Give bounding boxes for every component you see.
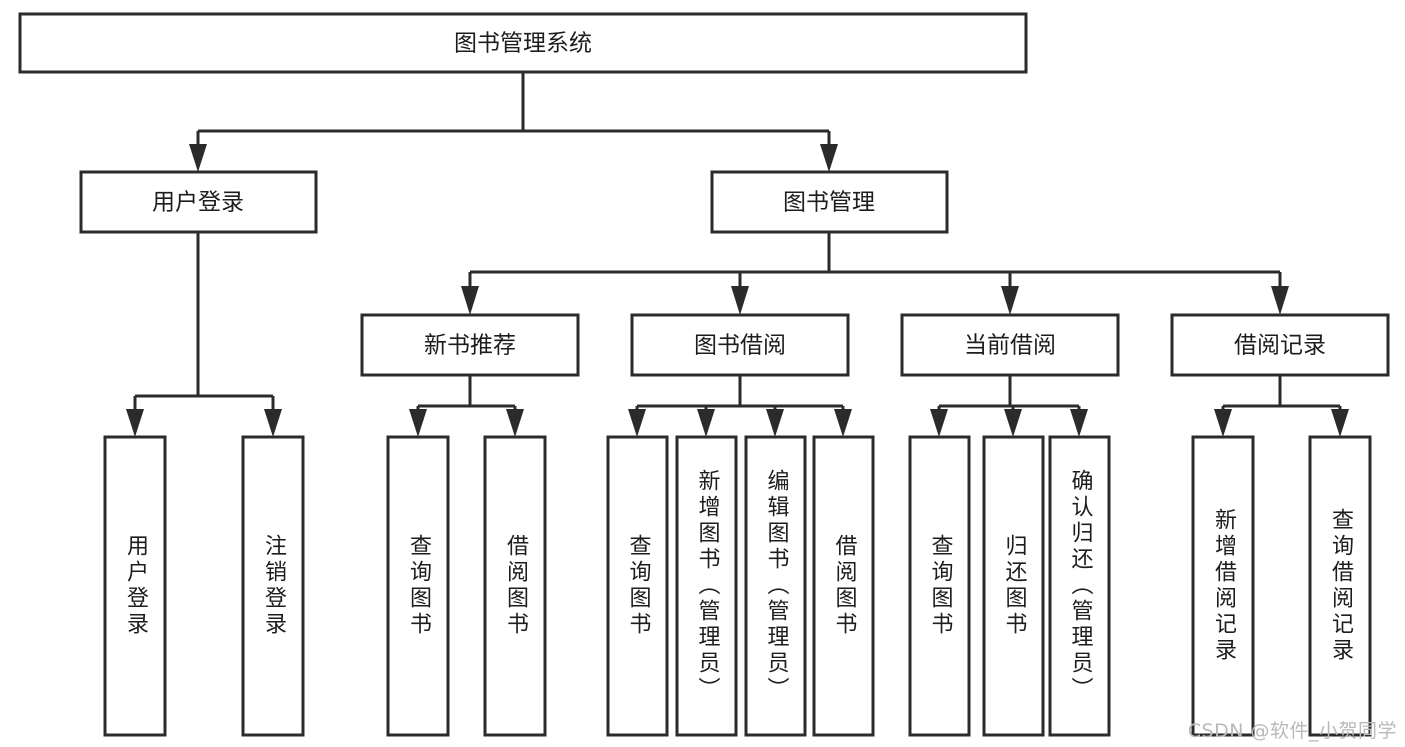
- csdn-watermark: CSDN @软件_小贺同学: [1187, 720, 1397, 742]
- leaf-box-borrow-book-2[interactable]: [812, 435, 875, 737]
- arrowhead-leaf-query-book-2: [628, 409, 646, 437]
- arrowhead-leaf-add-book: [697, 409, 715, 437]
- node-borrow-record-label: 借阅记录: [1234, 333, 1326, 359]
- node-user-login-label: 用户登录: [152, 190, 244, 216]
- arrowhead-leaf-return-book: [1004, 409, 1022, 437]
- arrowhead-leaf-query-book-3: [930, 409, 948, 437]
- node-current-borrow-box[interactable]: [900, 313, 1120, 377]
- arrowhead-leaf-confirm-return: [1070, 409, 1088, 437]
- node-book-borrow[interactable]: 图书借阅: [630, 313, 850, 377]
- node-borrow-record-box[interactable]: [1170, 313, 1390, 377]
- node-layer: 图书管理系统 用户登录 图书管理 新书推荐 图书借阅 当前: [18, 12, 1390, 737]
- leaf-box-confirm-return[interactable]: [1048, 435, 1111, 737]
- node-new-book-recommend-label: 新书推荐: [424, 333, 516, 359]
- node-borrow-record[interactable]: 借阅记录: [1170, 313, 1390, 377]
- node-user-login[interactable]: 用户登录: [79, 170, 318, 234]
- node-current-borrow-label: 当前借阅: [964, 333, 1056, 359]
- leaf-box-layer: [103, 435, 1372, 737]
- leaf-box-user-login[interactable]: [103, 435, 167, 737]
- node-user-login-box[interactable]: [79, 170, 318, 234]
- arrowhead-leaf-user-login: [126, 409, 144, 437]
- leaf-box-query-book-1[interactable]: [386, 435, 450, 737]
- arrowhead-book-borrow: [731, 286, 749, 315]
- leaf-box-query-book-3[interactable]: [908, 435, 971, 737]
- leaf-box-borrow-book-1[interactable]: [483, 435, 547, 737]
- arrowhead-user-login: [189, 144, 207, 172]
- node-root-label: 图书管理系统: [454, 31, 592, 57]
- arrowhead-current-borrow: [1001, 286, 1019, 315]
- leaf-box-add-record[interactable]: [1191, 435, 1255, 737]
- leaf-box-add-book[interactable]: [675, 435, 738, 737]
- arrowhead-leaf-borrow-book-2: [834, 409, 852, 437]
- arrowhead-leaf-query-record: [1331, 409, 1349, 437]
- arrowhead-leaf-edit-book: [766, 409, 784, 437]
- arrowhead-borrow-record: [1271, 286, 1289, 315]
- leaf-box-query-book-2[interactable]: [606, 435, 669, 737]
- arrowhead-book-manage: [820, 144, 838, 172]
- arrowhead-layer: [126, 144, 1349, 437]
- node-new-book-recommend-box[interactable]: [360, 313, 580, 377]
- node-book-manage[interactable]: 图书管理: [710, 170, 949, 234]
- arrowhead-leaf-add-record: [1214, 409, 1232, 437]
- arrowhead-new-book-recommend: [461, 286, 479, 315]
- leaf-box-logout[interactable]: [241, 435, 305, 737]
- arrowhead-leaf-borrow-book-1: [506, 409, 524, 437]
- leaf-box-return-book[interactable]: [982, 435, 1045, 737]
- node-current-borrow[interactable]: 当前借阅: [900, 313, 1120, 377]
- node-book-borrow-box[interactable]: [630, 313, 850, 377]
- node-book-borrow-label: 图书借阅: [694, 333, 786, 359]
- node-new-book-recommend[interactable]: 新书推荐: [360, 313, 580, 377]
- leaf-box-edit-book[interactable]: [744, 435, 807, 737]
- arrowhead-leaf-query-book-1: [409, 409, 427, 437]
- node-book-manage-box[interactable]: [710, 170, 949, 234]
- arrowhead-leaf-logout: [264, 409, 282, 437]
- node-root-box[interactable]: [18, 12, 1028, 74]
- leaf-box-query-record[interactable]: [1308, 435, 1372, 737]
- node-book-manage-label: 图书管理: [783, 190, 875, 216]
- node-root[interactable]: 图书管理系统: [18, 12, 1028, 74]
